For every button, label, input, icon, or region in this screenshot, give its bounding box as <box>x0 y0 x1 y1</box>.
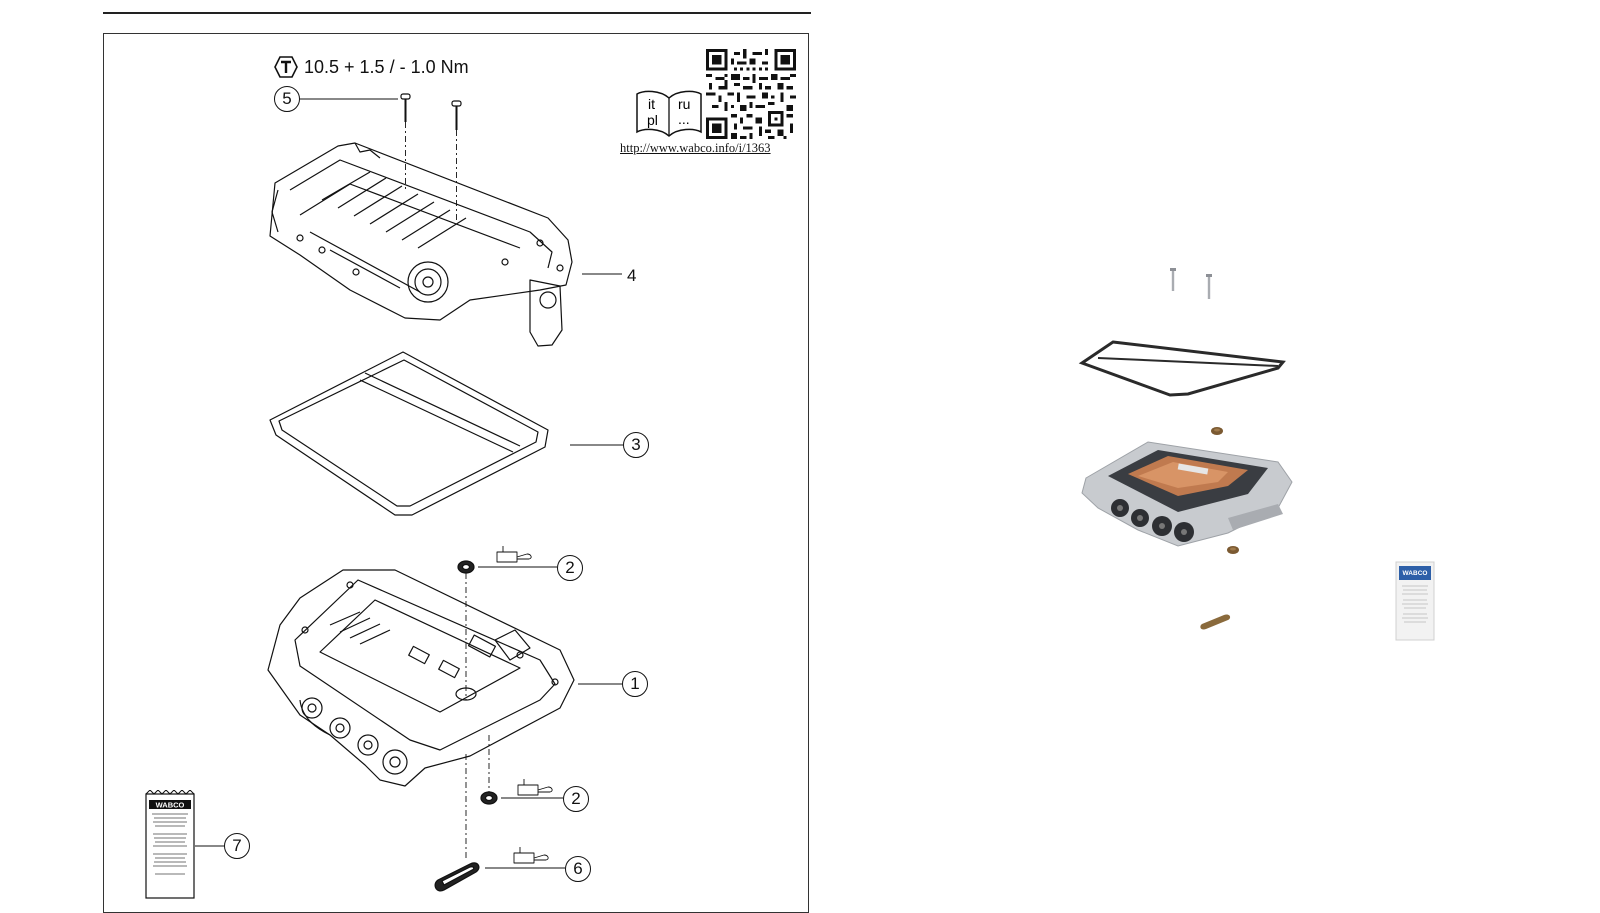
callout-4: 4 <box>627 266 637 285</box>
callout-5: 5 <box>274 86 300 112</box>
photo-control-unit <box>1081 441 1293 547</box>
photo-grease-sachet: WABCO <box>1395 561 1435 641</box>
grease-icon-1 <box>496 546 532 563</box>
leader-lines <box>195 98 623 869</box>
callout-7: 7 <box>224 833 250 859</box>
manual-book-icon: it ru pl ... <box>636 90 702 138</box>
torque-spec: 10.5 + 1.5 / - 1.0 Nm <box>274 56 469 78</box>
qr-code[interactable] <box>706 49 796 139</box>
torque-value: 10.5 + 1.5 / - 1.0 Nm <box>304 56 469 77</box>
callout-3: 3 <box>623 432 649 458</box>
photo-seal-top <box>1211 427 1223 435</box>
photo-gasket <box>1078 340 1286 397</box>
seal-part-2-bottom <box>480 735 498 805</box>
callout-1: 1 <box>622 671 648 697</box>
exploded-view-drawing <box>195 93 623 892</box>
ring-part-6 <box>434 862 480 892</box>
gasket-part-3 <box>269 351 549 516</box>
screw-part-5 <box>400 93 462 222</box>
callout-6: 6 <box>565 856 591 882</box>
torque-T-icon <box>274 56 298 78</box>
callout-2-top: 2 <box>557 555 583 581</box>
callout-2-bottom: 2 <box>563 786 589 812</box>
photo-sachet-brand: WABCO <box>1403 570 1428 577</box>
lang-more: ... <box>678 111 690 127</box>
photo-screws <box>1170 268 1212 299</box>
manual-url-link[interactable]: http://www.wabco.info/i/1363 <box>620 141 771 155</box>
control-unit-part-1 <box>267 569 575 860</box>
housing-part-4 <box>269 142 573 347</box>
lang-ru: ru <box>678 96 690 112</box>
grease-sachet-part-7: WABCO <box>145 790 195 899</box>
grease-icon-3 <box>513 847 549 864</box>
photo-seal-bottom <box>1227 546 1239 554</box>
grease-icon-2 <box>517 779 553 796</box>
sachet-brand: WABCO <box>156 801 185 810</box>
lang-pl: pl <box>647 112 658 128</box>
seal-part-2-top <box>457 560 475 700</box>
photo-ring <box>1200 614 1231 630</box>
lang-it: it <box>648 96 655 112</box>
top-rule <box>103 12 811 14</box>
